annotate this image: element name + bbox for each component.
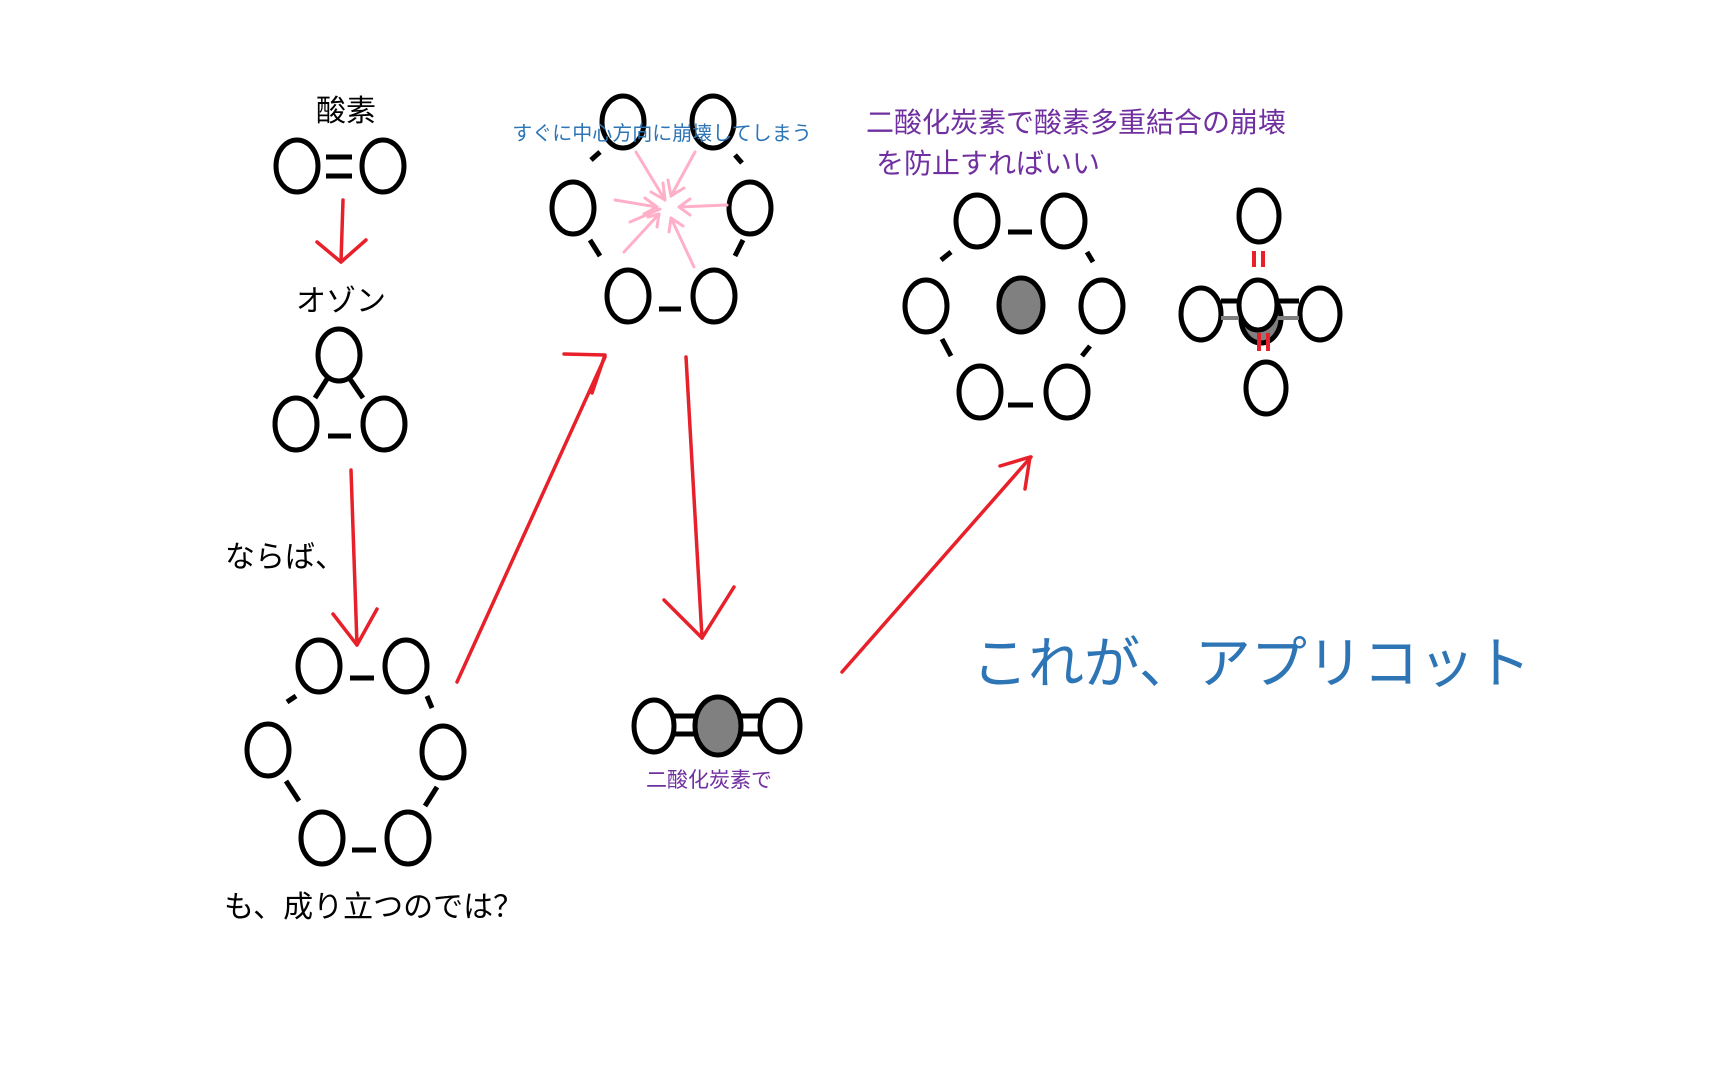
bond-line [939,337,954,358]
oxygen-atom [384,809,432,867]
oxygen-atom [244,721,292,779]
oxygen-atom [1040,192,1088,250]
oxygen-label: 酸素 [316,94,376,129]
oxygen-atom [690,267,738,325]
oxygen-atom [360,395,408,453]
oxygen-atom [1043,363,1091,421]
bond-line [424,695,435,709]
hexa-oxygen-ring [244,637,467,867]
arrow-oxygen-to-ozone [315,198,368,264]
oxygen-atom [295,637,343,695]
then-label: ならば、 [225,540,345,575]
bond-line [283,779,302,803]
oxygen-atom [1297,285,1343,343]
oxygen-atom [315,326,363,384]
oxygen-atom [902,277,950,335]
ozone-molecule [272,326,408,453]
oxygen-atom [726,179,774,237]
oxygen-atom [689,93,737,151]
oxygen-atom [604,267,652,325]
oxygen-atom [599,93,647,151]
bond-line [1080,344,1092,358]
arrow-collapse-to-co2 [662,355,736,640]
bond-line [732,238,746,258]
bond-line [939,250,953,262]
oxygen-atom [382,637,430,695]
oxygen-atom [419,723,467,781]
bond-line [312,377,330,400]
oxygen-atom [956,363,1004,421]
arrow-co2-to-apricot [840,455,1033,674]
bond-line [347,377,366,400]
oxygen-atom [1178,285,1224,343]
bond-line [285,693,298,705]
oxygen-atom [1078,277,1126,335]
bond-line [587,238,603,258]
bond-line [1084,250,1096,264]
oxygen-atom [1236,277,1280,333]
oxygen-atom [757,697,803,755]
oxygen-atom [953,192,1001,250]
oxygen-atom [298,809,346,867]
oxygen-atom [272,395,320,453]
apricot-side-view [1178,187,1343,417]
prevent-label-line2: を防止すればいい [876,147,1100,180]
ozone-label: オゾン [296,284,386,319]
carbon-atom [996,275,1046,335]
collapse-arrows [613,150,729,269]
oxygen-atom [549,179,597,237]
arrow-ring-to-collapse [455,352,607,684]
arrow-ozone-to-ring [331,468,379,647]
bond-line [422,785,440,808]
oxygen-atom [273,137,321,195]
prevent-label-line1: 二酸化炭素で酸素多重結合の崩壊 [866,106,1286,139]
co2-label: 二酸化炭素で [646,768,772,792]
oxygen-atom [1243,359,1289,417]
collapsing-ring [549,93,774,325]
carbon-dioxide-molecule [631,694,803,758]
apricot-ring [902,192,1126,421]
oxygen-atom [631,697,677,755]
bond-line [589,150,602,162]
bond-line [733,153,744,165]
question-label: も、成り立つのでは？ [224,890,523,925]
conclusion-label: これが、アプリコット [972,632,1531,697]
oxygen-molecule [273,137,407,195]
oxygen-atom [359,137,407,195]
collapse-label: すぐに中心方向に崩壊してしまう [512,121,811,145]
carbon-atom [692,694,744,758]
oxygen-atom [1236,187,1282,245]
